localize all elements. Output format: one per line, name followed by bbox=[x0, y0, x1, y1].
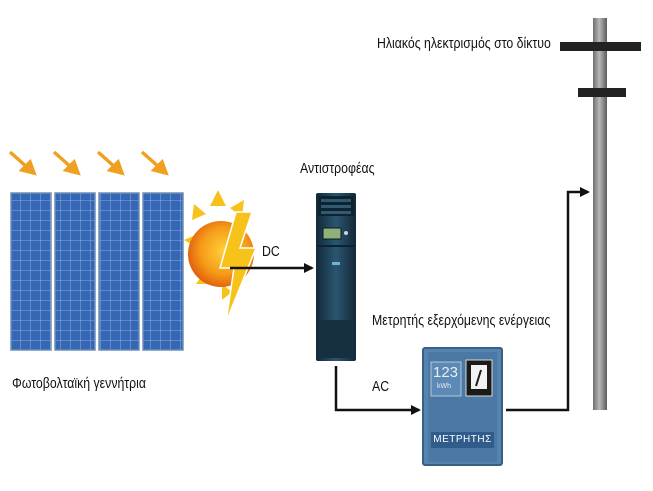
ac-label: AC bbox=[372, 378, 390, 395]
meter-unit: kWh bbox=[437, 383, 451, 390]
grid-label: Ηλιακός ηλεκτρισμός στο δίκτυο bbox=[377, 35, 551, 52]
energy-meter-icon bbox=[422, 347, 503, 466]
sun-ray-arrow-icon bbox=[8, 150, 169, 176]
solar-panel-icon bbox=[10, 192, 184, 351]
utility-pole-icon bbox=[560, 18, 641, 410]
ac-connection-arrow bbox=[334, 366, 421, 415]
pv-label: Φωτοβολταϊκή γεννήτρια bbox=[12, 375, 147, 392]
inverter-icon bbox=[316, 193, 356, 361]
meter-reading: 123 bbox=[433, 364, 459, 381]
sun-icon bbox=[184, 190, 258, 323]
dc-label: DC bbox=[262, 243, 280, 260]
inverter-label: Αντιστροφέας bbox=[300, 160, 375, 177]
meter-label: Μετρητής εξερχόμενης ενέργειας bbox=[372, 312, 551, 329]
meter-caption: ΜΕΤΡΗΤΗΣ bbox=[433, 434, 492, 445]
grid-connection-arrow bbox=[506, 187, 590, 412]
